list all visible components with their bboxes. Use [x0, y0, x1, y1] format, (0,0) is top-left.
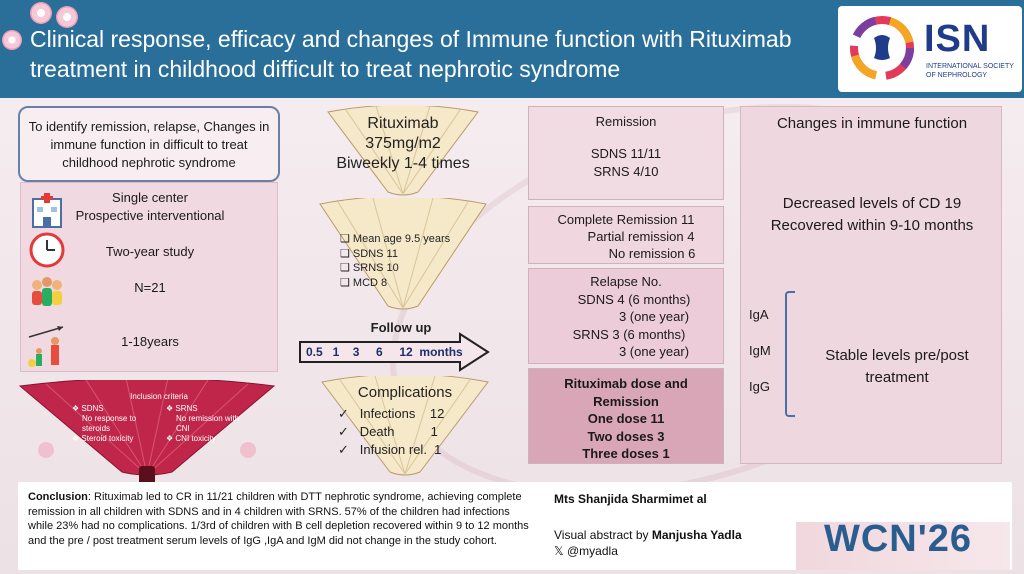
follow-up-timepoints: 0.5 1 3 6 12 months	[306, 345, 463, 359]
complication-item: ✓ Infusion rel. 1	[338, 442, 442, 457]
complications-fan	[321, 376, 489, 476]
clock-icon	[29, 232, 65, 268]
isn-globe-icon	[850, 16, 914, 80]
cohort-item: ❑ MCD 8	[340, 276, 388, 289]
hospital-icon	[32, 193, 62, 228]
remission-type-box: Complete Remission 11 Partial remission …	[528, 206, 724, 264]
follow-up-label: Follow up	[370, 320, 432, 335]
header-banner: Clinical response, efficacy and changes …	[0, 0, 1024, 98]
complication-item: ✓ Infections 12	[338, 406, 445, 421]
author-line: Mts Shanjida Sharmimet al	[554, 492, 707, 506]
remission-box: Remission SDNS 11/11 SRNS 4/10	[528, 106, 724, 200]
ig-bracket	[785, 291, 795, 417]
follow-up-arrow	[299, 332, 490, 372]
inclusion-item: ❖ Steroid toxicity	[72, 434, 134, 443]
ig-item: IgM	[749, 343, 771, 358]
inclusion-left-list: ❖ SDNS No response to steroids ❖ Steroid…	[72, 404, 152, 444]
inclusion-item: No response to steroids	[82, 414, 137, 433]
city-skyline-graphic	[796, 522, 1010, 570]
page-title: Clinical response, efficacy and changes …	[30, 26, 792, 82]
ig-item: IgA	[749, 307, 769, 322]
complications-title: Complications	[357, 384, 453, 401]
cherry-blossom-icon	[2, 30, 22, 50]
inclusion-item: ❖ SDNS	[72, 404, 104, 413]
inclusion-item: ❖ SRNS	[166, 404, 198, 413]
complication-item: ✓ Death 1	[338, 424, 438, 439]
inclusion-criteria-fan	[18, 380, 276, 488]
inclusion-item: No remission with CNI	[176, 414, 240, 433]
ig-list: IgA IgM IgG	[749, 307, 771, 394]
cohort-list: ❑ Mean age 9.5 years ❑ SDNS 11 ❑ SRNS 10…	[340, 232, 480, 290]
rituximab-fan	[327, 106, 479, 196]
group-people-icon	[32, 277, 62, 306]
immune-title: Changes in immune function	[776, 115, 968, 132]
inclusion-title: Inclusion criteria	[130, 392, 188, 401]
inclusion-item: ❖ CNI toxicity	[166, 434, 216, 443]
inclusion-right-list: ❖ SRNS No remission with CNI ❖ CNI toxic…	[166, 404, 246, 444]
visual-abstract-credit: Visual abstract by Manjusha Yadla	[554, 528, 742, 542]
design-age-range: 1-18years	[121, 334, 179, 349]
ig-item: IgG	[749, 379, 770, 394]
logo-text: ISN	[924, 18, 991, 60]
child-growth-icon	[28, 326, 64, 367]
immune-function-panel: Changes in immune function Decreased lev…	[740, 106, 1002, 464]
relapse-box: Relapse No. SDNS 4 (6 months) 3 (one yea…	[528, 268, 724, 364]
conclusion-text: Conclusion: Rituximab led to CR in 11/21…	[28, 491, 529, 547]
dose-remission-box: Rituximab dose and Remission One dose 11…	[528, 368, 724, 464]
aim-box: To identify remission, relapse, Changes …	[18, 106, 280, 182]
design-sample-size: N=21	[134, 280, 166, 295]
twitter-handle[interactable]: 𝕏 @myadla	[554, 544, 618, 558]
footer-panel: Conclusion: Rituximab led to CR in 11/21…	[18, 482, 1012, 570]
cohort-fan	[319, 198, 487, 310]
design-duration: Two-year study	[105, 244, 195, 259]
cohort-item: ❑ SDNS 11	[340, 247, 398, 260]
cherry-blossom-icon	[30, 2, 52, 24]
cohort-item: ❑ Mean age 9.5 years	[340, 233, 451, 245]
cherry-blossom-icon	[56, 6, 78, 28]
wcn-logo: WCN'26	[824, 518, 973, 560]
complications-list: ✓ Infections 12 ✓ Death 1 ✓ Infusion rel…	[338, 405, 488, 459]
cohort-item: ❑ SRNS 10	[340, 262, 399, 274]
